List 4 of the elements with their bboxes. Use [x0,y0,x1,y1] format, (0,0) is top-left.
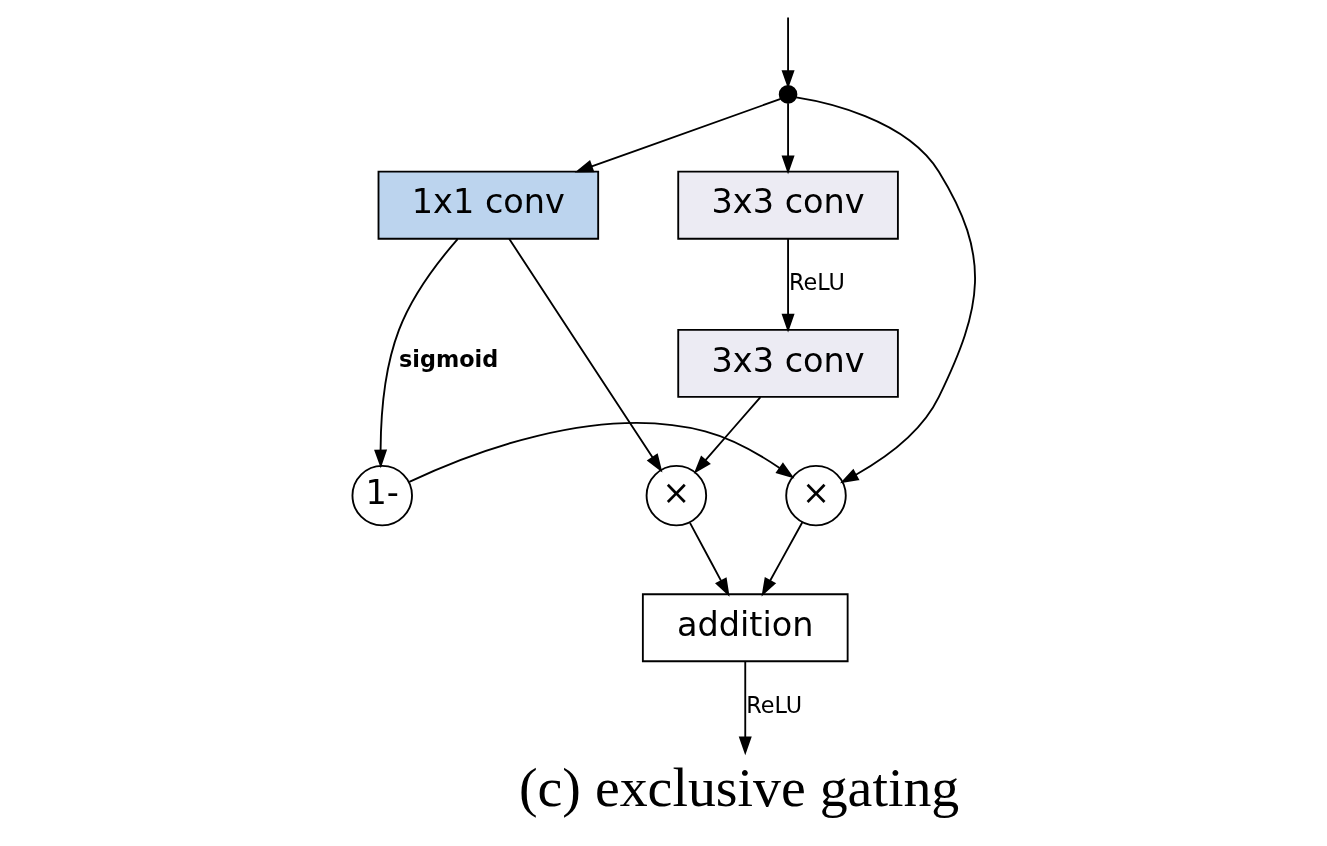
caption: (c) exclusive gating [518,755,959,818]
edge-label: ReLU [745,691,802,718]
edge-label: sigmoid [398,346,498,373]
edge-label: ReLU [788,269,845,296]
